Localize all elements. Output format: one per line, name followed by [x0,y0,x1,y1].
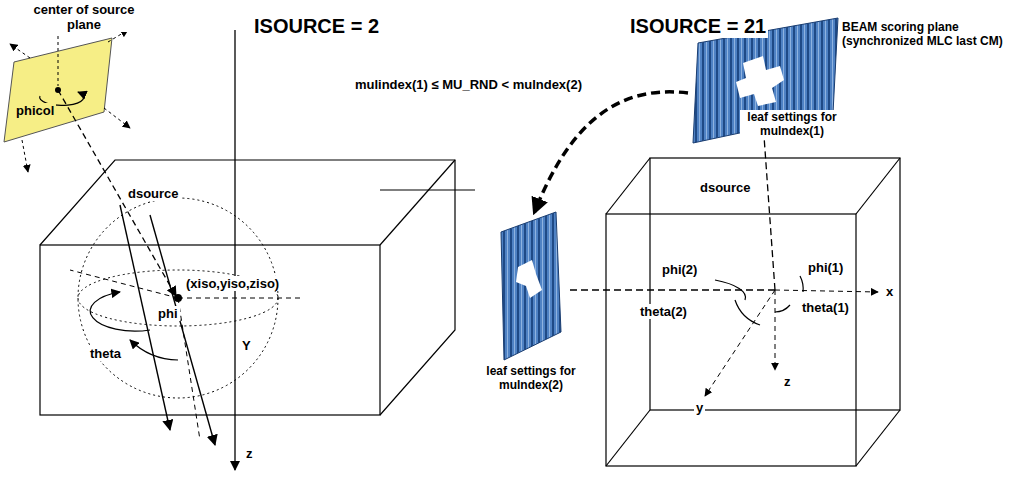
cube-front [606,214,856,466]
phi2-arc [715,280,746,300]
cube-edge [606,410,650,466]
axis-label: (xiso,yiso,ziso) [184,276,281,291]
phi1-arc [800,276,803,292]
plane-caption: BEAM scoring plane (synchronized MLC las… [842,20,1014,48]
x-axis [775,290,878,292]
axis-label: z [244,446,255,461]
axis-label: x [884,284,895,299]
axis-label: phi(2) [660,262,699,277]
sampling-arrow [535,92,689,212]
dotted-arrow [104,108,130,128]
panel-title: ISOURCE = 21 [628,14,768,38]
particle-arrow [150,215,215,445]
cube-edge [856,158,900,214]
axis-label: phi [156,306,180,321]
dotted-arrow [22,140,28,172]
edge-label: mulindex(1) ≤ MU_RND < mulndex(2) [353,77,584,92]
axis-label: theta(2) [638,304,689,319]
isocenter-dot [174,294,182,302]
theta1-arc [775,305,790,312]
field-opening [736,56,784,106]
dotted-sphere [78,198,278,398]
mlc-plane: leaf settings for mulndex(2) [496,212,566,360]
projection-line [70,270,178,298]
axis-label: theta [88,346,123,361]
axis-label: theta(1) [800,300,851,315]
box-front [40,245,380,415]
plane-caption: leaf settings for mulndex(1) [740,110,844,138]
axis-label: phicol [14,103,56,118]
mlc-leaves [496,212,566,360]
phantom-box [40,160,475,415]
z-axis [234,30,235,470]
theta2-arc [735,300,760,325]
leaf-bank [501,212,561,360]
axis-label: z [782,374,793,389]
axis-label: Y [240,338,253,353]
dotted-arrow [10,44,30,58]
box-edge [380,160,455,245]
theta-ray [178,298,200,440]
box-top [40,160,455,415]
axis-label: phi(1) [806,260,845,275]
axis-label: center of source plane [28,2,140,32]
beam-axis-2 [566,289,775,290]
panel-title: ISOURCE = 2 [252,14,381,38]
axis-label: y [694,400,705,415]
y-axis [705,290,775,396]
leader [58,36,59,86]
axis-label: dsource [698,180,753,195]
source-plane [4,30,130,172]
cube-edge [856,410,900,466]
field-opening [516,260,542,298]
x-line [178,298,300,299]
cube-edge [606,158,650,214]
y-axis-line [380,189,475,190]
phantom-cube [606,158,900,466]
plane-caption: leaf settings for mulndex(2) [474,364,588,392]
z-axis [775,290,776,370]
axis-label: dsource [126,186,181,201]
